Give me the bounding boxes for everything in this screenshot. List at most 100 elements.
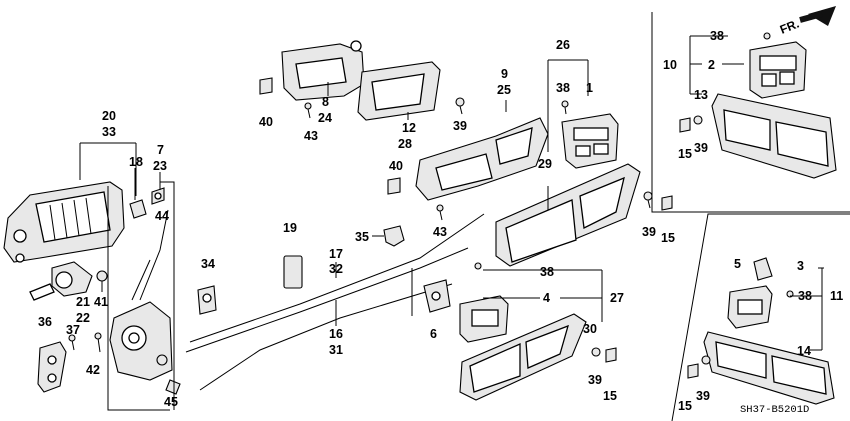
clip-35 (383, 225, 405, 247)
callout-28: 28 (398, 137, 412, 151)
inner-handle-8 (281, 40, 365, 101)
callout-35: 35 (355, 230, 369, 244)
callout-24: 24 (318, 111, 332, 125)
screw-38a (561, 100, 569, 115)
screw-39c (591, 347, 601, 357)
callout-30: 30 (583, 322, 597, 336)
switch-panel-14 (703, 331, 835, 405)
callout-8: 8 (322, 95, 329, 109)
screw-43b (436, 204, 444, 221)
key-cylinder (29, 261, 93, 301)
screw-43a (304, 102, 312, 119)
outer-door-handle (3, 181, 125, 263)
callout-3: 3 (797, 259, 804, 273)
callout-34: 34 (201, 257, 215, 271)
switch-bezel-30 (459, 313, 587, 401)
callout-17: 17 (329, 247, 343, 261)
door-lock-assembly (109, 209, 181, 395)
door-striker (37, 341, 67, 393)
callout-33: 33 (102, 125, 116, 139)
callout-41: 41 (94, 295, 108, 309)
callout-39d: 39 (694, 141, 708, 155)
power-window-switch-1 (561, 113, 619, 169)
window-switch-3 (727, 285, 773, 329)
handle-bezel-12 (357, 61, 441, 121)
callout-26: 26 (556, 38, 570, 52)
callout-13: 13 (694, 88, 708, 102)
front-direction-arrow: FR. (778, 6, 836, 37)
callout-11: 11 (830, 289, 843, 303)
callout-7: 7 (157, 143, 164, 157)
switch-5 (753, 257, 773, 281)
callout-19: 19 (283, 221, 297, 235)
callout-25: 25 (497, 83, 511, 97)
screw-39e (701, 355, 711, 365)
screw-42 (94, 332, 102, 353)
callout-16: 16 (329, 327, 343, 341)
switch-bezel-29 (495, 163, 641, 267)
callout-32: 32 (329, 262, 343, 276)
clip-15a (661, 195, 673, 211)
callout-38b: 38 (540, 265, 554, 279)
screw-38c (763, 32, 771, 40)
callout-45: 45 (164, 395, 178, 409)
callout-14: 14 (797, 344, 811, 358)
callout-15a: 15 (661, 231, 675, 245)
callout-21: 21 (76, 295, 90, 309)
clip-40a (259, 77, 273, 95)
callout-40a: 40 (259, 115, 273, 129)
callout-38c: 38 (710, 29, 724, 43)
clip-34 (197, 285, 217, 315)
callout-31: 31 (329, 343, 343, 357)
leader-lines (79, 35, 824, 411)
callout-42: 42 (86, 363, 100, 377)
callout-39e: 39 (696, 389, 710, 403)
window-switch-4 (459, 295, 509, 343)
callout-6: 6 (430, 327, 437, 341)
diagram-code: SH37-B5201D (740, 404, 809, 416)
callout-4: 4 (543, 291, 550, 305)
callout-44: 44 (155, 209, 169, 223)
clip-41 (96, 270, 108, 292)
screw-37 (68, 334, 76, 351)
power-window-master-switch-2 (749, 41, 807, 99)
callout-5: 5 (734, 257, 741, 271)
callout-43a: 43 (304, 129, 318, 143)
clip-15b (605, 347, 617, 363)
callout-23: 23 (153, 159, 167, 173)
door-rods (185, 213, 485, 391)
screw-39d (693, 115, 703, 125)
front-direction-label: FR. (778, 17, 801, 37)
callout-27: 27 (610, 291, 624, 305)
callout-36: 36 (38, 315, 52, 329)
callout-39b: 39 (642, 225, 656, 239)
callout-38d: 38 (798, 289, 812, 303)
callout-40b: 40 (389, 159, 403, 173)
inner-handle-9 (415, 117, 549, 201)
callout-39c: 39 (588, 373, 602, 387)
callout-18: 18 (129, 155, 143, 169)
callout-15d: 15 (678, 399, 692, 413)
callout-2: 2 (708, 58, 715, 72)
screw-38b (474, 262, 482, 270)
clip-15d (687, 363, 699, 379)
inset-frames (651, 12, 850, 421)
lock-switch-6 (423, 279, 451, 313)
callout-labels: 20 33 18 7 23 44 41 21 22 36 37 42 45 34… (38, 29, 843, 413)
callout-38a: 38 (556, 81, 570, 95)
callout-37: 37 (66, 323, 80, 337)
callout-43b: 43 (433, 225, 447, 239)
clip-40b (387, 177, 401, 195)
screw-39b (643, 191, 653, 209)
clip-18 (129, 199, 147, 219)
screw-39a (455, 97, 465, 115)
clip-15c (679, 117, 691, 133)
callout-1: 1 (586, 81, 593, 95)
rod-holder-19 (283, 255, 303, 289)
callout-15c: 15 (678, 147, 692, 161)
callout-22: 22 (76, 311, 90, 325)
callout-12: 12 (402, 121, 416, 135)
callout-15b: 15 (603, 389, 617, 403)
switch-panel-13 (711, 93, 837, 179)
